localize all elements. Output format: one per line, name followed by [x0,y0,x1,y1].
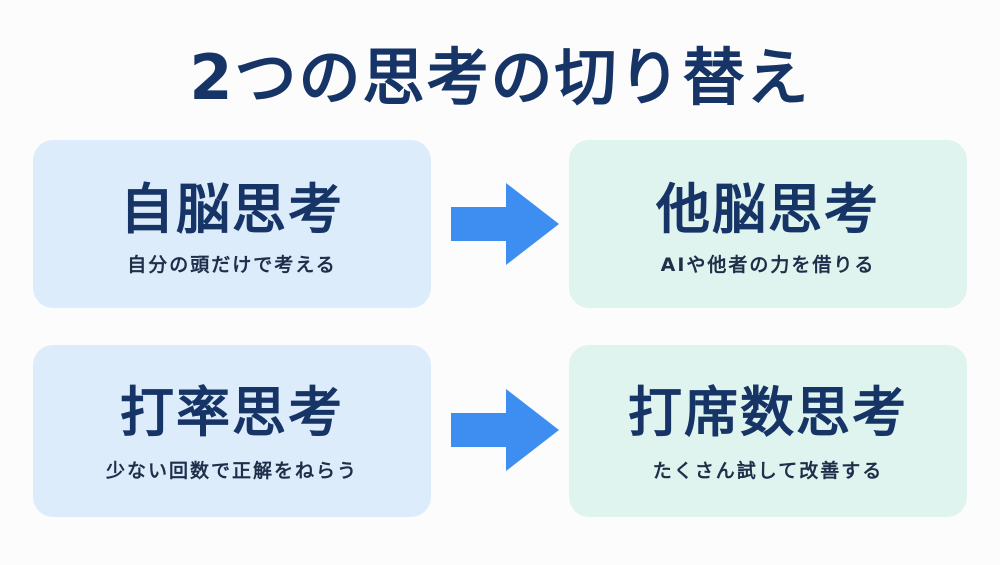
card-sub-label: たくさん試して改善する [652,460,884,482]
page-title: 2つの思考の切り替え [189,41,811,114]
card-main-label: 打率思考 [120,381,344,444]
card-main-label: 自脳思考 [120,178,344,241]
card-main-label: 他脳思考 [656,178,880,241]
right-arrow-icon [451,183,559,265]
card-other-brain-thinking: 他脳思考 AIや他者の力を借りる [569,140,967,308]
card-sub-label: 少ない回数で正解をねらう [105,460,358,482]
card-plate-appearances-thinking: 打席数思考 たくさん試して改善する [569,345,967,517]
card-sub-label: AIや他者の力を借りる [660,254,876,276]
card-batting-average-thinking: 打率思考 少ない回数で正解をねらう [33,345,431,517]
right-arrow-icon [451,389,559,471]
card-sub-label: 自分の頭だけで考える [127,254,337,276]
card-self-brain-thinking: 自脳思考 自分の頭だけで考える [33,140,431,308]
card-main-label: 打席数思考 [628,381,908,444]
